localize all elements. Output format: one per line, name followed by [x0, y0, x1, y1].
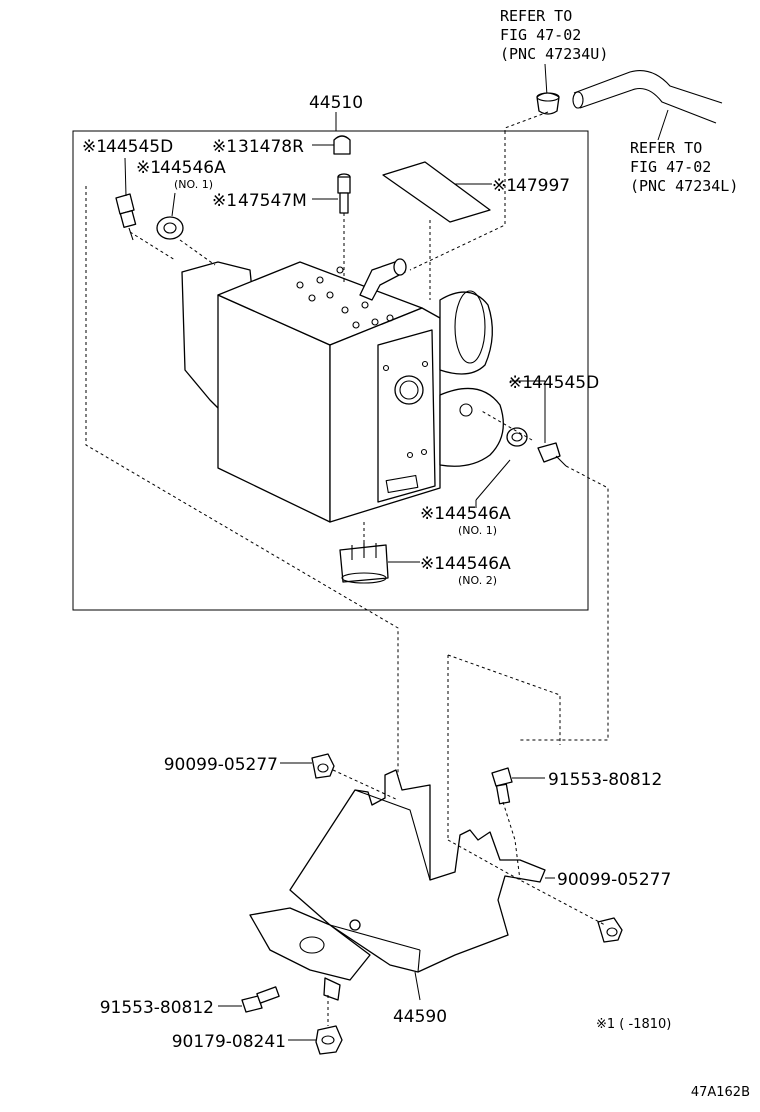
callout-number: 44546A: [445, 504, 511, 524]
callout-number: 44546A: [445, 554, 511, 574]
assembly-number: 44510: [309, 93, 363, 113]
callout-mark: ※1: [508, 373, 533, 393]
callout-mark: ※1: [212, 137, 237, 157]
nut-90099-left: [311, 753, 335, 779]
screw-44545d-right: [537, 442, 567, 467]
callout-mark: ※1: [212, 191, 237, 211]
bleeder-47547m: [337, 173, 351, 214]
callout-mark: ※1: [420, 504, 445, 524]
screw-44545d-left: [115, 193, 137, 241]
callout-mark: ※1: [420, 554, 445, 574]
callout-44546a-top: ※1 44546A (NO. 1): [136, 158, 226, 191]
label-47997: [382, 161, 491, 223]
grommet-44546a-right: [506, 427, 528, 447]
hose: [572, 70, 723, 124]
callout-mark: ※1: [492, 176, 517, 196]
hose-clamp: [536, 92, 560, 115]
callout-90099-right: 90099-05277: [557, 870, 671, 890]
callout-90099-left: 90099-05277: [164, 755, 278, 775]
cap-31478r: [333, 135, 351, 155]
reference-lower-line-2: FIG 47-02: [630, 158, 711, 176]
callout-number: 31478R: [238, 137, 304, 157]
callout-91553-left: 91553-80812: [100, 998, 214, 1018]
figure-code: 47A162B: [691, 1085, 750, 1100]
callout-90179: 90179-08241: [172, 1032, 286, 1052]
abs-actuator: [181, 258, 504, 523]
footnote: ※1 ( -1810): [596, 1017, 671, 1032]
grommet-44546a-no2: [339, 543, 389, 584]
callout-47547m: ※1 47547M: [212, 191, 307, 211]
callout-sub: (NO. 2): [458, 574, 497, 587]
reference-lower-line-3: (PNC 47234L): [630, 177, 738, 195]
callout-number: 90099-05277: [164, 755, 278, 775]
callout-number: 47547M: [238, 191, 307, 211]
nut-90179: [315, 1025, 343, 1055]
bolt-91553-left: [241, 986, 280, 1013]
bracket-44590: [249, 769, 546, 1001]
callout-31478r: ※1 31478R: [212, 137, 304, 157]
callout-44546a-no2: ※1 44546A (NO. 2): [420, 554, 511, 587]
callout-44545d-right: ※1 44545D: [508, 373, 599, 393]
callout-sub: (NO. 1): [174, 178, 213, 191]
callout-number: 90179-08241: [172, 1032, 286, 1052]
reference-upper: REFER TO FIG 47-02 (PNC 47234U): [500, 7, 608, 97]
callout-sub: (NO. 1): [458, 524, 497, 537]
reference-upper-line-1: REFER TO: [500, 7, 572, 25]
callout-number: 44546A: [160, 158, 226, 178]
callout-44546a-no1: ※1 44546A (NO. 1): [420, 504, 511, 537]
callout-number: 91553-80812: [548, 770, 662, 790]
reference-upper-line-2: FIG 47-02: [500, 26, 581, 44]
assembly-frame: [72, 130, 589, 611]
callout-mark: ※1: [136, 158, 161, 178]
bolt-91553-right: [491, 767, 513, 805]
callout-number: 91553-80812: [100, 998, 214, 1018]
nut-90099-right: [597, 917, 623, 943]
reference-upper-line-3: (PNC 47234U): [500, 45, 608, 63]
callout-91553-right: 91553-80812: [548, 770, 662, 790]
reference-lower-line-1: REFER TO: [630, 139, 702, 157]
callout-number: 90099-05277: [557, 870, 671, 890]
callout-number: 44545D: [106, 137, 173, 157]
callout-number: 44545D: [532, 373, 599, 393]
callout-number: 47997: [516, 176, 570, 196]
callout-44545d-top: ※1 44545D: [82, 137, 173, 157]
reference-lower: REFER TO FIG 47-02 (PNC 47234L): [630, 109, 738, 195]
callout-47997: ※1 47997: [492, 176, 570, 196]
callout-mark: ※1: [82, 137, 107, 157]
grommet-44546a-left: [156, 216, 184, 240]
callout-number: 44590: [393, 1007, 447, 1027]
callout-44590: 44590: [393, 1007, 447, 1027]
